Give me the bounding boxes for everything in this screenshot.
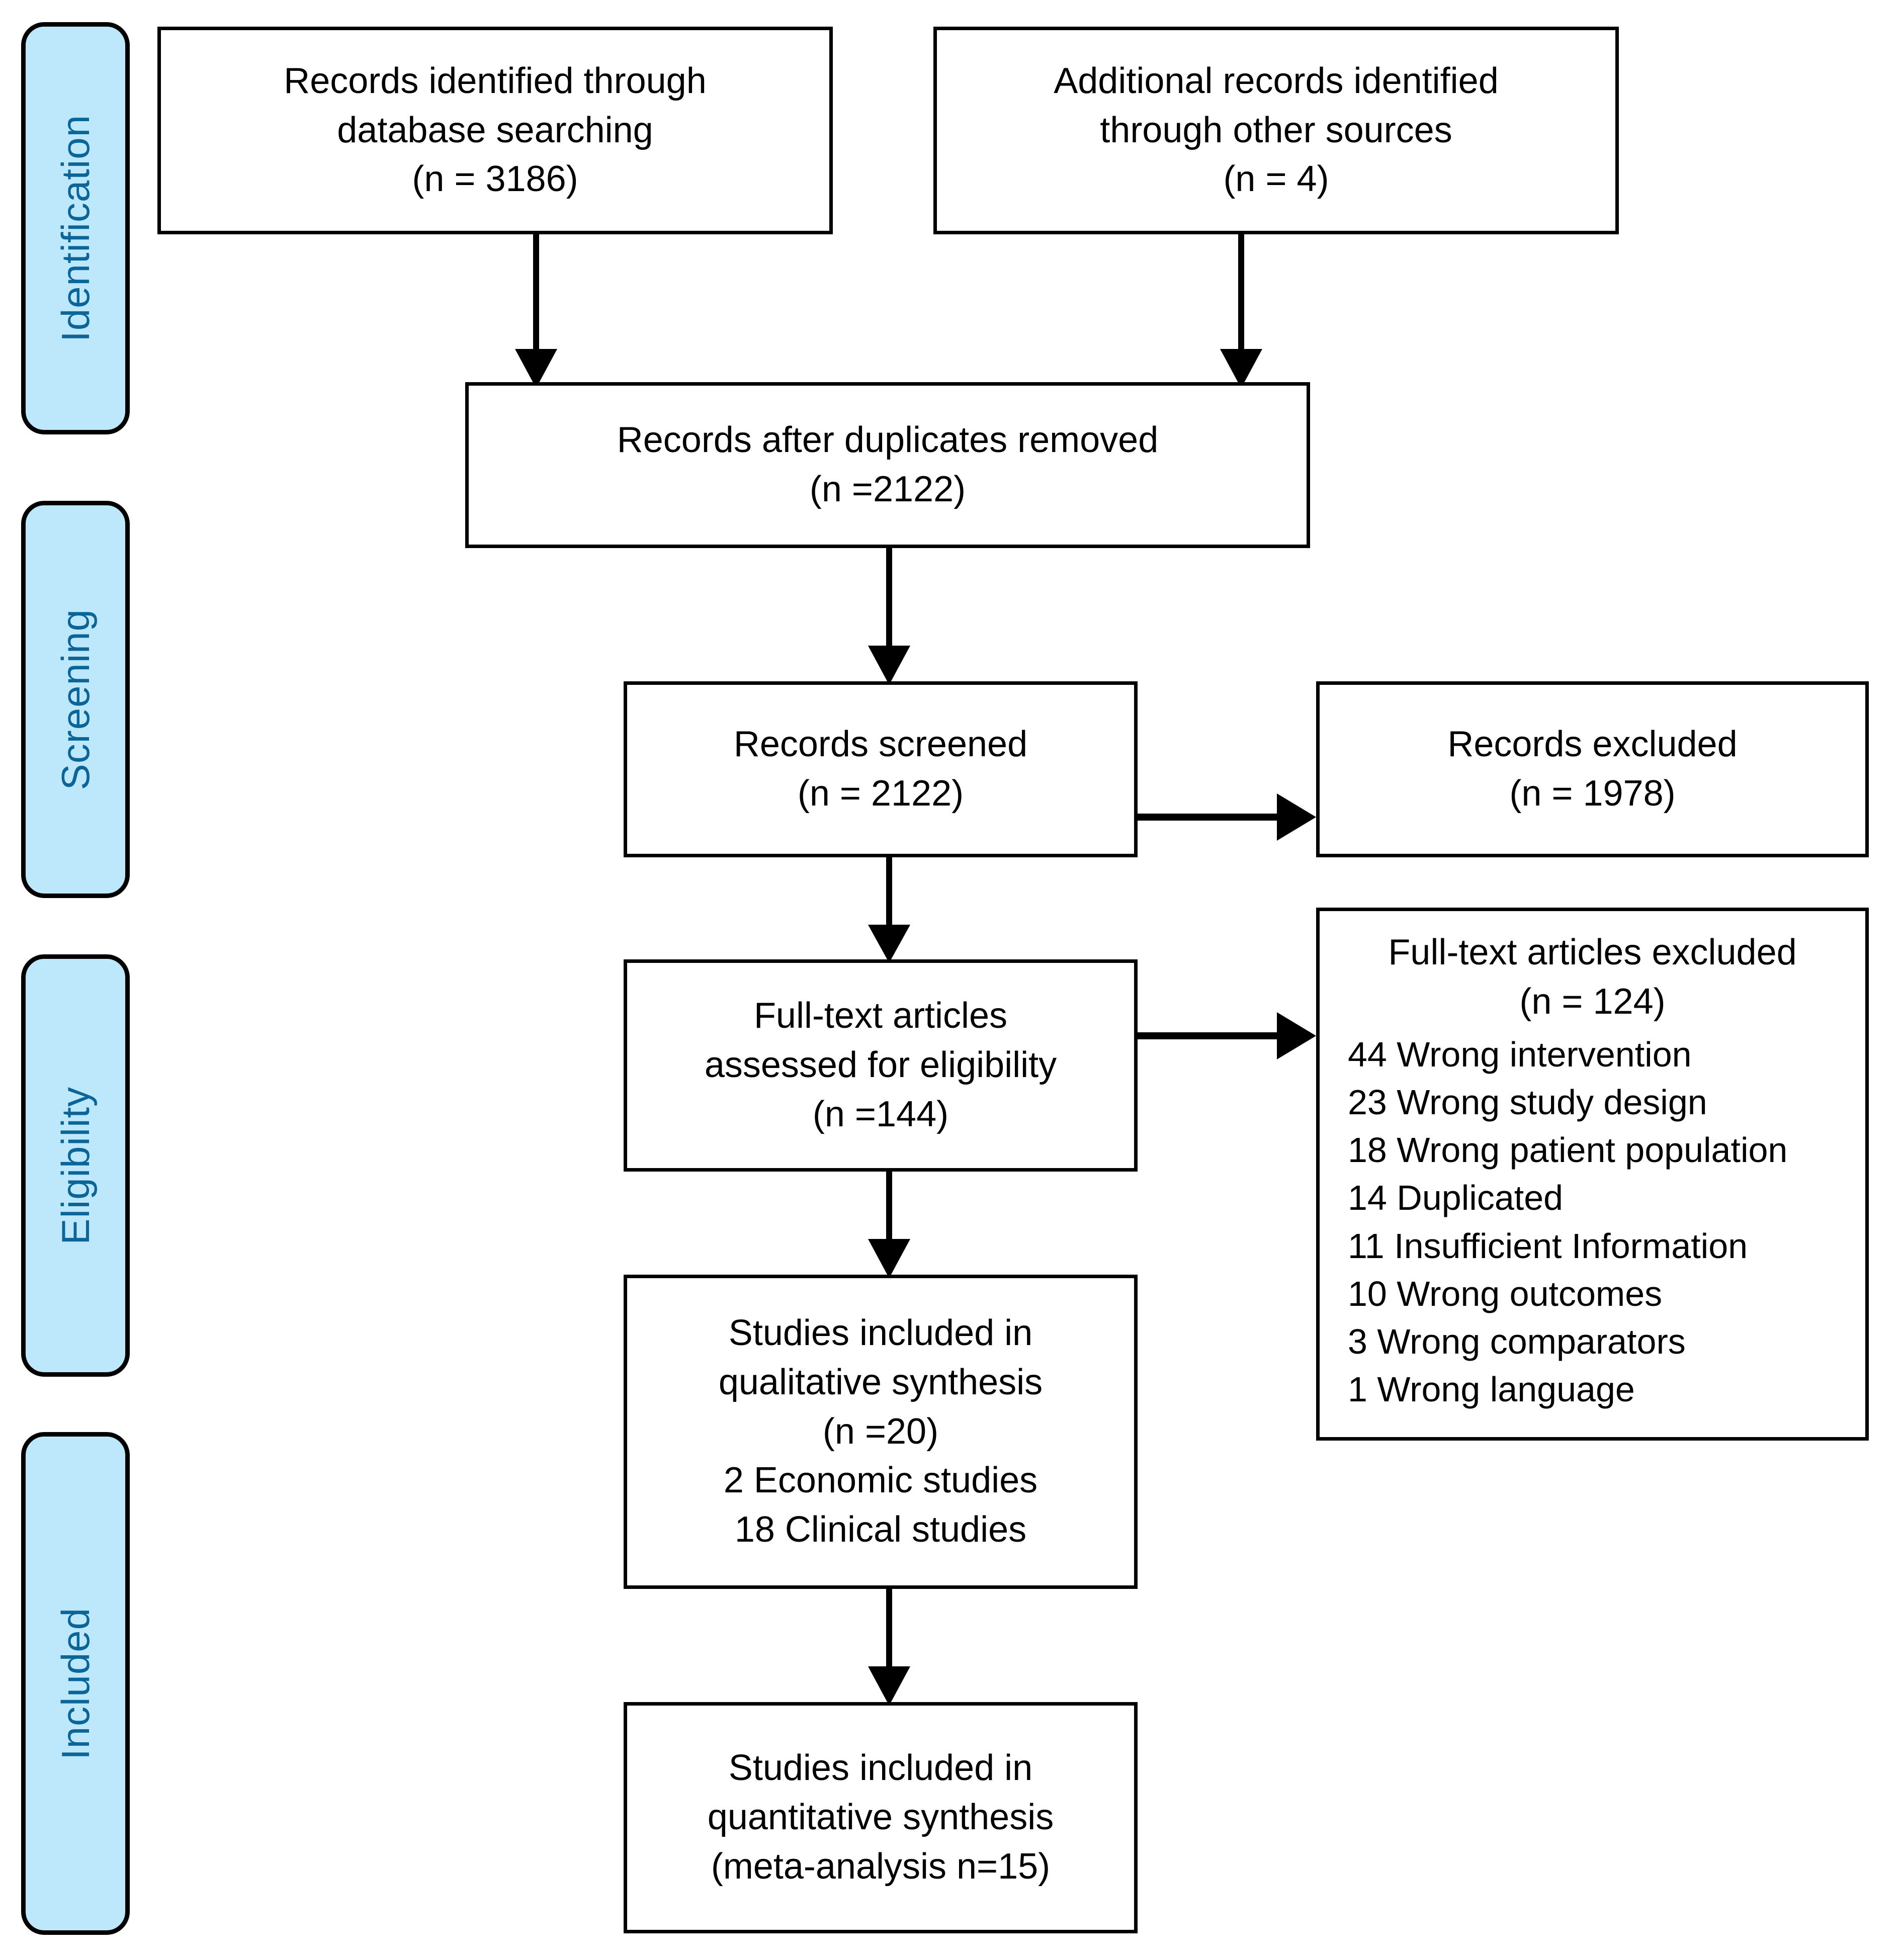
exclusion-reason-item: 14 Duplicated (1348, 1178, 1564, 1218)
box-records-identified-other-sources: Additional records identified through ot… (933, 27, 1619, 234)
box-line: (n = 3186) (412, 159, 578, 200)
box-line: qualitative synthesis (718, 1362, 1043, 1402)
box-line: quantitative synthesis (707, 1797, 1054, 1838)
box-line: (n =20) (822, 1411, 939, 1452)
box-line: Records identified through (284, 60, 707, 101)
arrow-dedup-to-screened (868, 548, 910, 685)
box-line: (n =2122) (809, 469, 966, 509)
box-fulltext-articles-excluded: Full-text articles excluded (n = 124) 44… (1316, 908, 1869, 1441)
box-records-after-duplicates-removed: Records after duplicates removed (n =212… (465, 382, 1310, 548)
box-studies-quantitative-synthesis: Studies included in quantitative synthes… (624, 1702, 1138, 1933)
box-line: Studies included in (728, 1748, 1033, 1789)
box-line: through other sources (1100, 110, 1452, 150)
box-records-screened: Records screened (n = 2122) (624, 681, 1138, 857)
box-line: Additional records identified (1054, 60, 1499, 101)
box-line: Full-text articles (753, 996, 1008, 1036)
arrow-fulltext-to-excluded (1138, 1012, 1316, 1059)
box-line: Records screened (733, 724, 1028, 765)
box-line: 18 Clinical studies (734, 1509, 1027, 1550)
exclusion-reason-item: 11 Insufficient Information (1348, 1226, 1748, 1266)
arrow-screened-to-excluded (1138, 793, 1316, 841)
stage-pill-included: Included (21, 1432, 130, 1935)
exclusion-reason-item: 18 Wrong patient population (1348, 1130, 1788, 1170)
stage-label-included: Included (53, 1607, 98, 1760)
exclusion-reason-list: 44 Wrong intervention 23 Wrong study des… (1320, 1031, 1865, 1414)
box-line: Studies included in (728, 1312, 1033, 1353)
box-heading-line: Full-text articles excluded (1388, 932, 1797, 972)
arrow-fulltext-to-qualitative (868, 1172, 910, 1278)
box-heading-line: (n = 124) (1519, 981, 1666, 1022)
box-line: Records excluded (1447, 724, 1738, 765)
exclusion-reason-item: 23 Wrong study design (1348, 1083, 1707, 1122)
arrow-db-to-dedup (515, 234, 557, 388)
box-line: database searching (337, 110, 653, 150)
arrow-qualitative-to-quantitative (868, 1589, 910, 1706)
exclusion-reason-item: 10 Wrong outcomes (1348, 1274, 1663, 1313)
box-fulltext-assessed-for-eligibility: Full-text articles assessed for eligibil… (624, 959, 1138, 1172)
box-line: Records after duplicates removed (617, 420, 1159, 461)
stage-pill-screening: Screening (21, 501, 130, 898)
exclusion-reason-item: 1 Wrong language (1348, 1370, 1635, 1409)
exclusion-reason-item: 44 Wrong intervention (1348, 1034, 1692, 1074)
stage-label-screening: Screening (53, 608, 98, 790)
arrow-screened-to-fulltext (868, 857, 910, 963)
box-line: (meta-analysis n=15) (711, 1846, 1051, 1887)
stage-label-eligibility: Eligibility (53, 1086, 98, 1245)
box-line: 2 Economic studies (723, 1460, 1038, 1501)
box-studies-qualitative-synthesis: Studies included in qualitative synthesi… (624, 1275, 1138, 1589)
stage-pill-eligibility: Eligibility (21, 954, 130, 1377)
box-records-excluded: Records excluded (n = 1978) (1316, 681, 1869, 857)
box-line: (n = 4) (1223, 159, 1329, 200)
box-line: (n = 2122) (797, 773, 964, 814)
box-line: (n = 1978) (1509, 773, 1676, 814)
box-records-identified-database: Records identified through database sear… (157, 27, 833, 234)
stage-pill-identification: Identification (21, 22, 130, 434)
arrow-other-to-dedup (1220, 234, 1262, 388)
box-line: assessed for eligibility (704, 1045, 1057, 1086)
box-line: (n =144) (812, 1094, 949, 1134)
stage-label-identification: Identification (53, 115, 98, 342)
exclusion-reason-item: 3 Wrong comparators (1348, 1321, 1686, 1361)
